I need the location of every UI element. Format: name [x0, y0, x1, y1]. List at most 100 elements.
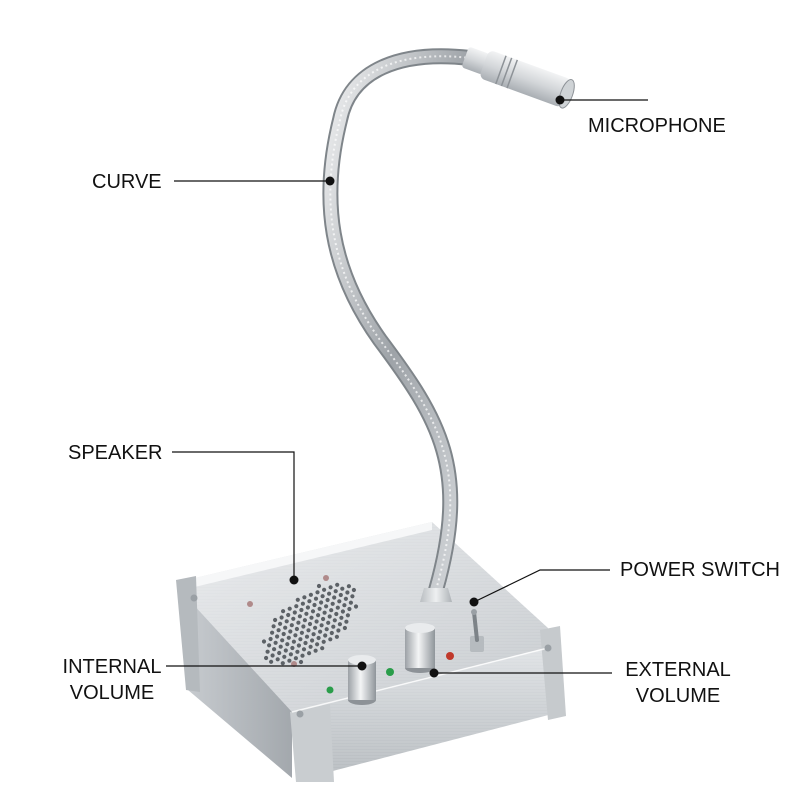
- base-left-side: [180, 590, 292, 778]
- speaker-hole: [286, 635, 291, 640]
- screw: [296, 710, 304, 718]
- speaker-hole: [307, 621, 313, 627]
- callout-leaders: [166, 95, 648, 678]
- speaker-hole: [300, 601, 305, 606]
- speaker-hole: [293, 633, 298, 638]
- speaker-hole: [332, 595, 337, 600]
- speaker-hole: [305, 605, 310, 610]
- speaker-hole: [312, 602, 317, 608]
- speaker-hole: [303, 640, 308, 646]
- speaker-hole: [283, 648, 288, 653]
- speaker-hole: [294, 626, 299, 632]
- speaker-hole: [317, 606, 322, 611]
- speaker-hole: [278, 644, 283, 649]
- power-switch-label: POWER SWITCH: [620, 559, 780, 581]
- speaker-hole: [315, 590, 320, 595]
- speaker-hole: [279, 615, 284, 620]
- speaker-hole: [346, 584, 351, 589]
- speaker-hole: [265, 649, 270, 654]
- speaker-hole: [334, 611, 339, 617]
- speaker-hole: [283, 625, 288, 630]
- speaker-hole: [335, 605, 340, 610]
- screw: [247, 601, 253, 607]
- speaker-hole: [343, 596, 348, 601]
- external-volume-knob[interactable]: [405, 623, 435, 673]
- speaker-hole: [271, 624, 276, 629]
- speaker-hole: [276, 628, 281, 633]
- speaker-hole: [333, 589, 338, 594]
- speaker-hole: [297, 614, 302, 619]
- speaker-hole: [298, 637, 303, 642]
- speaker-hole: [302, 595, 307, 600]
- speaker-hole: [308, 644, 313, 649]
- speaker-hole: [335, 582, 340, 587]
- external-volume-label: EXTERNAL VOLUME: [620, 657, 736, 709]
- speaker-hole: [340, 609, 345, 614]
- speaker-hole: [296, 620, 301, 625]
- speaker-hole: [316, 613, 321, 618]
- speaker-hole: [273, 640, 278, 645]
- speaker-hole: [302, 618, 307, 623]
- speaker-hole: [323, 633, 328, 638]
- speaker-hole: [307, 651, 312, 656]
- power-toggle-switch[interactable]: [470, 609, 484, 652]
- speaker-hole: [313, 625, 318, 630]
- speaker-hole: [261, 639, 267, 644]
- speaker-hole: [319, 600, 324, 605]
- speaker-hole: [313, 648, 318, 653]
- speaker-hole: [280, 638, 285, 643]
- speaker-hole: [288, 629, 293, 634]
- speaker-hole: [301, 624, 306, 629]
- gooseneck-curve: [322, 48, 478, 602]
- speaker-hole: [329, 630, 334, 636]
- speaker-hole: [293, 656, 298, 661]
- speaker-hole: [350, 594, 355, 599]
- speaker-hole: [286, 612, 291, 618]
- speaker-hole: [327, 614, 332, 619]
- speaker-hole: [270, 630, 275, 635]
- speaker-hole: [295, 597, 300, 602]
- speaker-hole: [347, 606, 352, 612]
- speaker-hole: [316, 583, 322, 589]
- speaker-hole: [289, 623, 294, 628]
- speaker-hole: [275, 634, 280, 639]
- speaker-hole: [338, 592, 343, 598]
- speaker-hole: [337, 622, 342, 627]
- speaker-hole: [278, 621, 283, 626]
- internal-volume-label-line1: INTERNAL: [62, 656, 162, 678]
- speaker-hole: [319, 623, 324, 628]
- speaker-hole: [334, 634, 339, 639]
- intercom-base: [176, 522, 566, 782]
- speaker-hole: [275, 657, 280, 662]
- internal-volume-label-line2: VOLUME: [69, 682, 155, 704]
- speaker-hole: [295, 649, 300, 654]
- speaker-hole: [348, 600, 353, 605]
- speaker-hole: [336, 628, 341, 633]
- speaker-hole: [315, 642, 320, 647]
- speaker-hole: [345, 590, 350, 595]
- speaker-hole: [337, 599, 342, 604]
- speaker-label: SPEAKER: [68, 442, 163, 464]
- speaker-hole: [339, 615, 344, 620]
- speaker-hole: [296, 643, 301, 648]
- speaker-hole: [325, 597, 330, 603]
- screw: [190, 594, 198, 602]
- speaker-hole: [329, 608, 334, 613]
- curve-label: CURVE: [92, 171, 162, 193]
- speaker-hole: [344, 619, 349, 624]
- speaker-hole: [318, 629, 323, 634]
- speaker-hole: [320, 646, 325, 651]
- speaker-hole: [309, 615, 314, 620]
- microphone-label: MICROPHONE: [588, 115, 726, 137]
- speaker-hole: [284, 619, 289, 624]
- speaker-hole: [322, 610, 327, 615]
- speaker-hole: [307, 599, 312, 604]
- speaker-hole: [294, 604, 299, 609]
- speaker-hole: [264, 655, 269, 661]
- speaker-hole: [269, 659, 274, 664]
- speaker-hole: [291, 616, 296, 621]
- speaker-hole: [281, 631, 286, 637]
- speaker-hole: [321, 616, 326, 622]
- speaker-hole: [299, 607, 304, 613]
